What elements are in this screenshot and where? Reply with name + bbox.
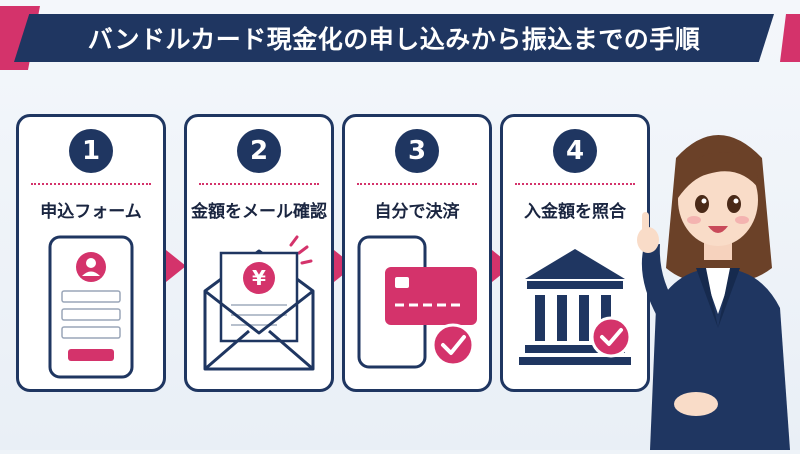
step-divider (31, 183, 151, 185)
title-banner: バンドルカード現金化の申し込みから振込までの手順 (14, 14, 774, 62)
step-number-4: 4 (553, 129, 597, 173)
page-title: バンドルカード現金化の申し込みから振込までの手順 (87, 25, 701, 54)
step-divider (357, 183, 477, 185)
yen-symbol: ¥ (252, 266, 266, 290)
step-card-1: 1 申込フォーム (16, 114, 166, 392)
card-payment-icon (345, 233, 489, 381)
step-card-4: 4 入金額を照合 (500, 114, 650, 392)
step-label-2: 金額をメール確認 (191, 202, 327, 222)
yen-envelope-icon: ¥ (187, 233, 331, 381)
step-divider (199, 183, 319, 185)
smartphone-form-icon (19, 233, 163, 381)
step-number-1: 1 (69, 129, 113, 173)
step-divider (515, 183, 635, 185)
step-card-2: 2 金額をメール確認 ¥ (184, 114, 334, 392)
step-label-4: 入金額を照合 (524, 202, 626, 222)
step-label-3: 自分で決済 (374, 202, 460, 222)
banner-accent-right (780, 14, 800, 62)
step-number-3: 3 (395, 129, 439, 173)
step-card-3: 3 自分で決済 (342, 114, 492, 392)
step-number-2: 2 (237, 129, 281, 173)
step-label-1: 申込フォーム (40, 202, 142, 222)
bank-check-icon (503, 233, 647, 381)
presenter-illustration (636, 118, 800, 450)
